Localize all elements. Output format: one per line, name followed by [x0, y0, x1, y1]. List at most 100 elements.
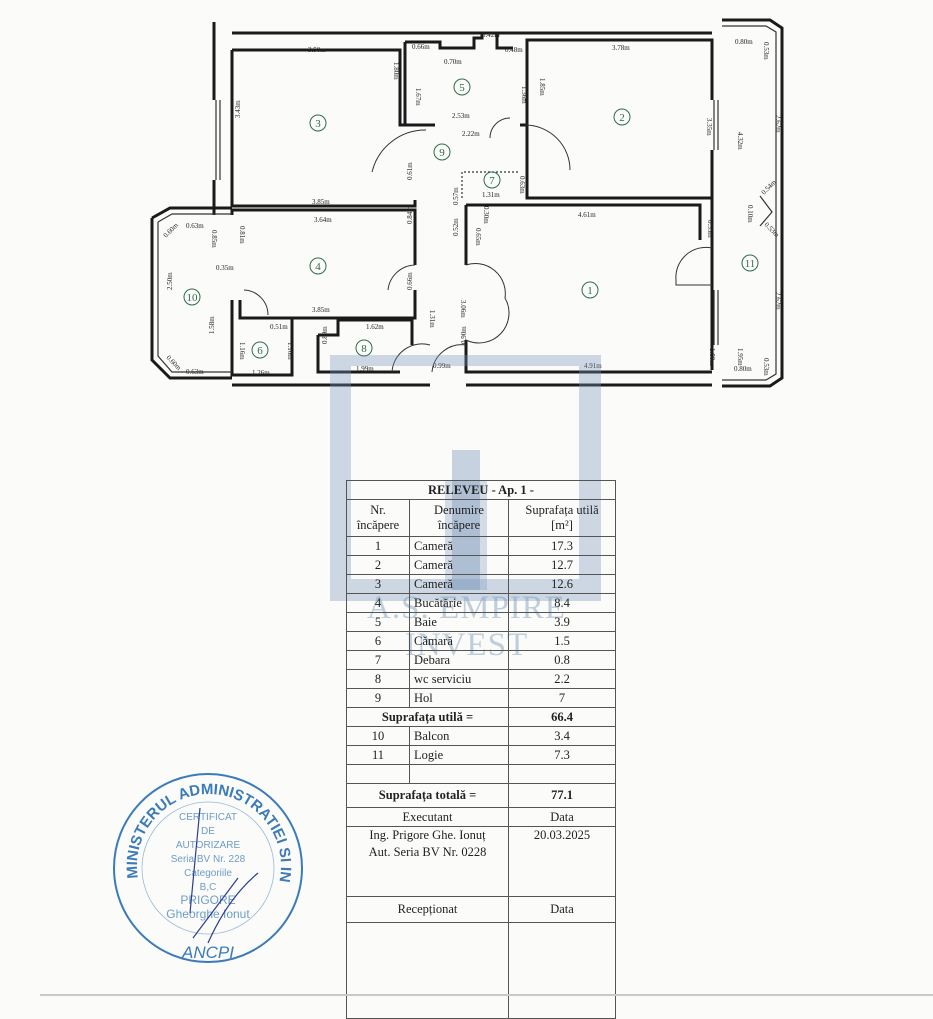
total-area-value: 77.1 — [508, 783, 616, 808]
dimension-label: 0.57m — [452, 187, 460, 205]
cell-nr: 4 — [346, 593, 410, 613]
header-area: Suprafața utilă [m²] — [508, 499, 616, 537]
cell-name: Baie — [409, 612, 509, 632]
stamp-line: CERTIFICAT — [179, 812, 237, 823]
stamp-line: AUTORIZARE — [176, 840, 241, 851]
cell-area: 7.3 — [508, 745, 616, 765]
cell-nr: 9 — [346, 688, 410, 708]
executant-authorization: Aut. Seria BV Nr. 0228 — [368, 845, 487, 859]
room-number: 8 — [361, 343, 367, 355]
cell-name: Debara — [409, 650, 509, 670]
dimension-label: 1.16m — [238, 342, 246, 360]
cell-name: Hol — [409, 688, 509, 708]
table-title: RELEVEU - Ap. 1 - — [346, 480, 616, 500]
dimension-label: 0.63m — [518, 176, 526, 194]
dimension-label: 4.32m — [736, 132, 744, 150]
dimension-label: 1.99m — [356, 365, 374, 373]
cell-area: 12.7 — [508, 555, 616, 575]
dimension-label: 1.26m — [252, 369, 270, 377]
dimension-label: 1.95m — [736, 348, 744, 366]
stamp-ring-bottom: ANCPI — [181, 943, 234, 962]
cell-area: 3.4 — [508, 726, 616, 746]
dimension-label: 0.48m — [505, 46, 523, 54]
room-number: 1 — [587, 285, 593, 297]
dimension-label: 2.53m — [452, 112, 470, 120]
dimension-label: 0.84m — [406, 206, 414, 224]
dimension-label: 0.10m — [746, 205, 754, 223]
date-value: 20.03.2025 — [508, 826, 616, 897]
cell-area: 1.5 — [508, 631, 616, 651]
cell-area: 12.6 — [508, 574, 616, 594]
dimension-label: 0.80m — [734, 365, 752, 373]
dimension-label: 1.31m — [482, 191, 500, 199]
cell-nr: 11 — [346, 745, 410, 765]
dimension-label: 3.43m — [234, 100, 242, 118]
room-circle — [453, 78, 471, 96]
room-circle — [309, 114, 327, 132]
cell-name: Cameră — [409, 536, 509, 556]
dimension-label: 0.66m — [406, 272, 414, 290]
dimension-label: 0.53m — [762, 358, 770, 376]
room-number: 5 — [459, 82, 465, 94]
room-circle — [581, 281, 599, 299]
executant-label: Executant — [346, 807, 509, 827]
useful-area-label: Suprafața utilă = — [346, 707, 509, 727]
room-marker: 6 — [251, 341, 269, 359]
dimension-label: 1.67m — [414, 88, 422, 106]
room-number: 7 — [489, 175, 495, 187]
header-name: Denumire încăpere — [409, 499, 509, 537]
dimension-label: 0.89m — [321, 326, 329, 344]
dimension-label: 2.50m — [166, 272, 174, 290]
room-circle — [251, 341, 269, 359]
dimension-label: 0.60m — [162, 221, 181, 240]
cell-nr: 7 — [346, 650, 410, 670]
executant-name: Ing. Prigore Ghe. Ionuț — [369, 828, 486, 842]
stamp-line: B,C — [200, 882, 217, 893]
cell-name: Cămară — [409, 631, 509, 651]
stamp-line: Gheorghe Ionut — [166, 907, 250, 921]
room-marker: 5 — [453, 78, 471, 96]
dimension-label: 0.66m — [412, 43, 430, 51]
room-marker: 11 — [741, 254, 759, 272]
room-number: 11 — [745, 258, 756, 270]
date-label: Data — [508, 807, 616, 827]
stamp-line: DE — [201, 826, 215, 837]
cell-area: 7 — [508, 688, 616, 708]
dimension-label: 3.85m — [312, 198, 330, 206]
room-marker: 2 — [613, 108, 631, 126]
cell-name: Bucătărie — [409, 593, 509, 613]
room-circle — [433, 143, 451, 161]
cell-nr: 8 — [346, 669, 410, 689]
cell-area: 2.2 — [508, 669, 616, 689]
dimension-label: 0.90m — [460, 326, 468, 344]
dimension-label: 3.78m — [612, 44, 630, 52]
room-circle — [355, 339, 373, 357]
dimension-label: 0.53m — [762, 42, 770, 60]
cell-nr: 1 — [346, 536, 410, 556]
door-swings — [243, 117, 713, 373]
cell-name: Cameră — [409, 555, 509, 575]
cell-name: Balcon — [409, 726, 509, 746]
room-marker: 10 — [183, 288, 201, 306]
dimension-label: 0.63m — [186, 222, 204, 230]
dimension-label: 1.85m — [538, 78, 546, 96]
cell-nr: 6 — [346, 631, 410, 651]
dimension-label: 0.60m — [165, 354, 184, 373]
dimension-label: 4.91m — [584, 362, 602, 370]
room-marker: 7 — [483, 171, 501, 189]
dimension-label: 0.42m — [482, 31, 500, 39]
signature — [189, 807, 259, 944]
cell-area: 8.4 — [508, 593, 616, 613]
room-marker: 4 — [309, 257, 327, 275]
dimension-label: 1.36m — [520, 86, 528, 104]
dimension-label: 0.52m — [452, 218, 460, 236]
room-circle — [483, 171, 501, 189]
dimension-label: 0.99m — [433, 362, 451, 370]
